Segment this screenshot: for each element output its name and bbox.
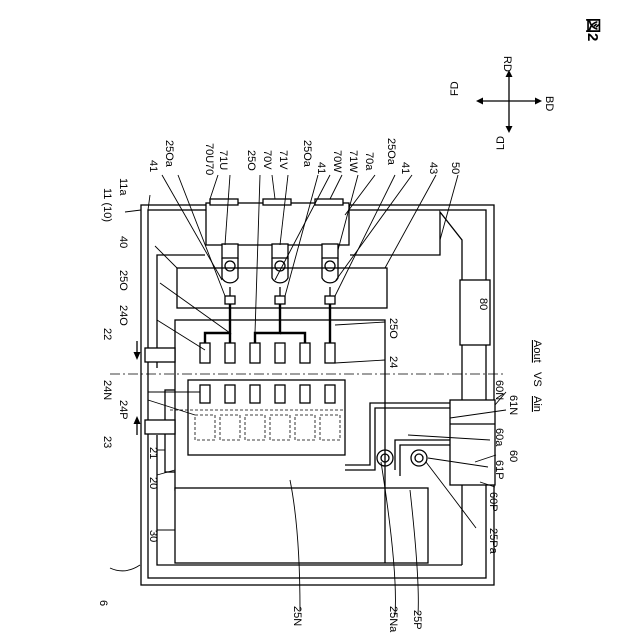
label-50: 50 <box>449 162 461 174</box>
label-61p: 61P <box>493 460 505 480</box>
label-25p: 25P <box>411 610 423 630</box>
label-41-a: 41 <box>147 160 159 172</box>
label-70w: 70W <box>331 150 343 173</box>
label-11-10: 11 (10) <box>101 188 113 222</box>
direction-ld: LD <box>495 136 507 150</box>
label-aout: Aout <box>531 340 543 363</box>
label-71v: 71V <box>277 150 289 170</box>
label-70: 70 <box>203 163 215 175</box>
busbar-terminals <box>222 244 338 258</box>
label-25n: 25N <box>291 606 303 626</box>
label-60n: 60N <box>493 380 505 400</box>
label-60: 60 <box>507 450 519 462</box>
label-23: 23 <box>101 436 113 448</box>
label-60p: 60P <box>487 492 499 512</box>
label-25oa-b: 25Oa <box>301 140 313 168</box>
label-61n: 61N <box>507 395 519 415</box>
direction-rd: RD <box>501 56 513 72</box>
label-11a: 11a <box>117 178 129 196</box>
label-30: 30 <box>147 530 159 542</box>
label-60a: 60a <box>493 428 505 447</box>
label-70a: 70a <box>363 152 375 171</box>
label-40: 40 <box>117 236 129 248</box>
label-24: 24 <box>387 356 399 368</box>
label-ain: Ain <box>531 396 543 412</box>
label-25oa-a: 25Oa <box>163 140 175 168</box>
label-21: 21 <box>147 447 159 459</box>
label-vs: VS <box>531 372 543 387</box>
label-80: 80 <box>477 298 489 310</box>
label-25o-right: 25O <box>387 318 399 339</box>
direction-fd: FD <box>449 81 461 96</box>
label-70v: 70V <box>261 150 273 170</box>
label-24o: 24O <box>117 305 129 326</box>
label-70u: 70U <box>203 143 215 163</box>
label-41-c: 41 <box>399 162 411 174</box>
label-20: 20 <box>147 477 159 489</box>
direction-bd: BD <box>543 96 555 111</box>
label-25pa: 25Pa <box>487 528 499 555</box>
coolant-pipe-22 <box>134 341 176 362</box>
label-22: 22 <box>101 328 113 340</box>
label-71w: 71W <box>347 150 359 173</box>
label-25na: 25Na <box>387 606 399 633</box>
label-24n: 24N <box>101 380 113 400</box>
label-25oa-c: 25Oa <box>385 138 397 166</box>
connector-80 <box>460 280 490 345</box>
label-25o-left: 25O <box>117 270 129 291</box>
label-71u: 71U <box>217 150 229 170</box>
label-25o-top: 25O <box>245 150 257 171</box>
label-24p: 24P <box>117 400 129 420</box>
figure-title: 図2 <box>584 18 601 41</box>
label-6: 6 <box>97 600 109 606</box>
label-43: 43 <box>427 162 439 174</box>
label-41-b: 41 <box>315 162 327 174</box>
direction-indicator: FD BD RD LD <box>449 56 555 150</box>
